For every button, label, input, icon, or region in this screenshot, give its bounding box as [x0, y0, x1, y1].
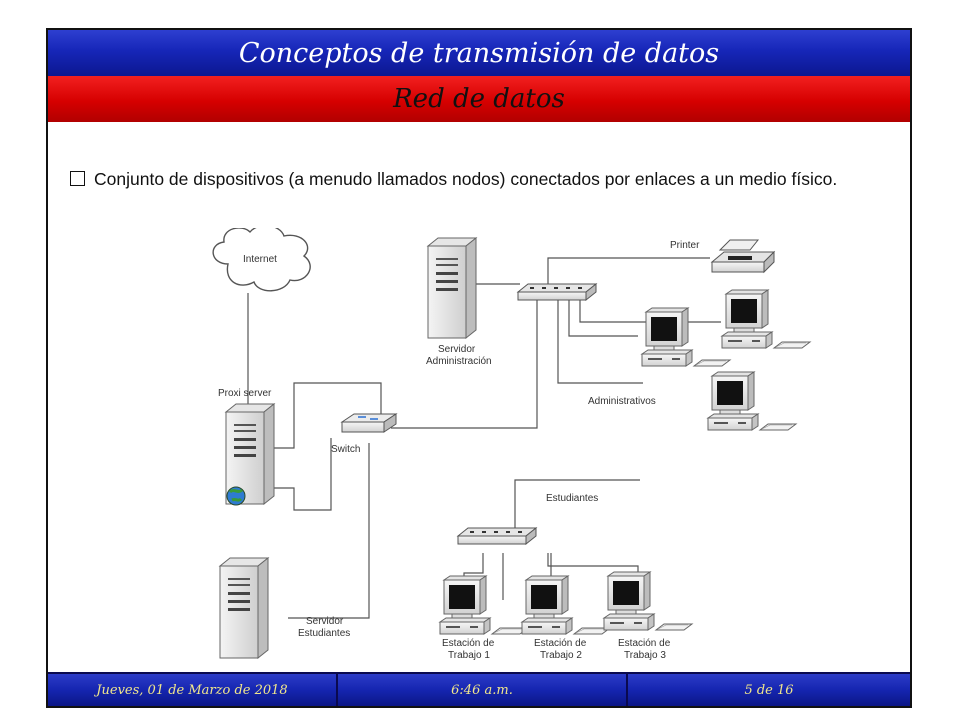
admin-pc-3-icon	[707, 371, 797, 431]
students-server-label-line1: Servidor	[306, 616, 344, 627]
slide-subtitle: Red de datos	[48, 76, 910, 122]
workstation-1-label-line2: Trabajo 1	[448, 650, 490, 661]
slide-footer: Jueves, 01 de Marzo de 2018 6:46 a.m. 5 …	[48, 672, 910, 706]
checkbox-bullet-icon	[70, 171, 88, 189]
workstation-2-label-line1: Estación de	[534, 638, 587, 649]
footer-date: Jueves, 01 de Marzo de 2018	[48, 674, 338, 706]
slide-title: Conceptos de transmisión de datos	[48, 30, 910, 78]
bullet-item: Conjunto de dispositivos (a menudo llama…	[70, 168, 902, 191]
workstation-3-label-line2: Trabajo 3	[624, 650, 666, 661]
footer-page-number: 5 de 16	[744, 682, 794, 698]
workstation-3-icon	[603, 571, 693, 631]
admin-pc-2-icon	[641, 307, 731, 367]
bullet-text: Conjunto de dispositivos (a menudo llama…	[94, 169, 838, 189]
admin-hub-icon	[517, 283, 597, 301]
switch-icon	[340, 413, 398, 433]
switch-label: Switch	[331, 444, 360, 455]
slide-frame: Conceptos de transmisión de datos Red de…	[46, 28, 912, 708]
students-server-label-line2: Estudiantes	[298, 628, 350, 639]
printer-icon	[710, 239, 776, 274]
students-hub-icon	[457, 527, 537, 545]
internet-cloud-icon: Internet	[212, 228, 311, 292]
proxy-server-icon	[225, 403, 275, 506]
admin-pc-1-icon	[721, 289, 811, 349]
proxy-server-label: Proxi server	[218, 388, 272, 399]
admin-server-label-line2: Administración	[426, 356, 492, 367]
workstation-1-icon	[439, 575, 529, 635]
network-diagram: Internet Proxi server Switch Servidor Ad…	[212, 228, 811, 661]
administrativos-label: Administrativos	[588, 396, 656, 407]
printer-label: Printer	[670, 240, 700, 251]
students-server-icon	[219, 557, 269, 659]
admin-server-label-line1: Servidor	[438, 344, 476, 355]
footer-time: 6:46 a.m.	[338, 674, 628, 706]
workstation-2-label-line2: Trabajo 2	[540, 650, 582, 661]
admin-server-icon	[427, 237, 477, 339]
workstation-3-label-line1: Estación de	[618, 638, 671, 649]
workstation-1-label-line1: Estación de	[442, 638, 495, 649]
estudiantes-label: Estudiantes	[546, 493, 598, 504]
internet-label: Internet	[243, 254, 277, 265]
workstation-2-icon	[521, 575, 611, 635]
